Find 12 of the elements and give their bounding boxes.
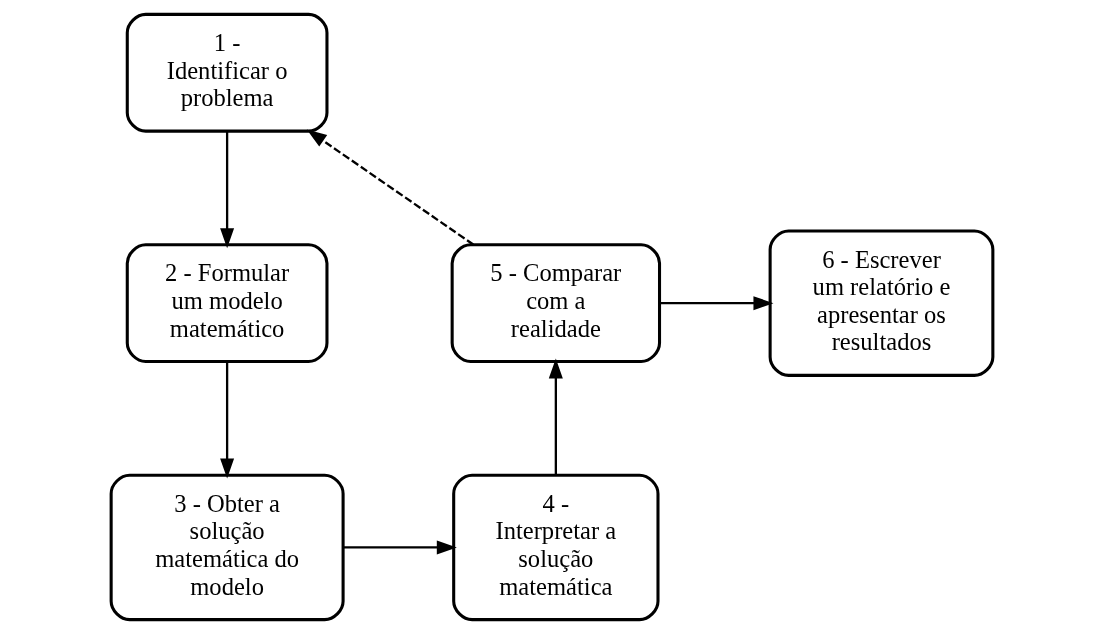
node-box: 6 - Escrever um relatório e apresentar os resultados xyxy=(768,229,994,377)
node-box: 2 - Formular um modelo matemático xyxy=(125,243,328,364)
node-box: 5 - Comparar com a realidade xyxy=(450,243,661,364)
node-box: 3 - Obter a solução matemática do modelo xyxy=(109,473,345,622)
node-box: 4 - Interpretar a solução matemática xyxy=(451,473,660,622)
arrow xyxy=(342,540,457,555)
arrow xyxy=(219,361,234,479)
arrow xyxy=(219,131,234,249)
arrow xyxy=(548,358,563,475)
arrow xyxy=(306,129,474,246)
node-box: 1 - Identificar o problema xyxy=(125,12,328,133)
arrow xyxy=(659,296,773,311)
